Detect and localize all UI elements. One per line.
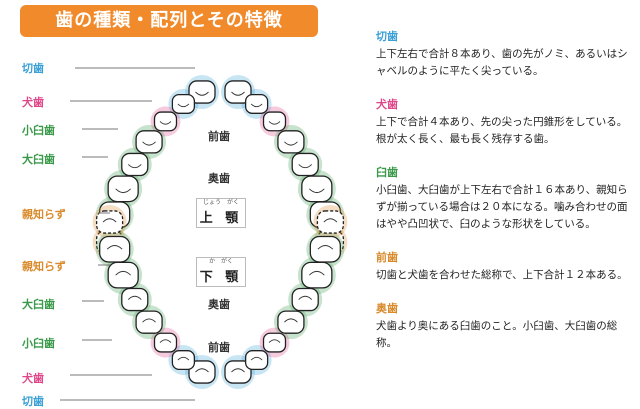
label-upper-molar: 大臼歯: [22, 153, 55, 166]
tooth-groove: [268, 339, 281, 343]
tooth-molar_small: [121, 287, 149, 312]
tooth-groove: [250, 356, 263, 361]
desc-incisor: 切歯 上下左右で合計８本あり、歯の先がノミ、あるいはシャベルのように平たく尖って…: [376, 28, 636, 80]
tooth-groove: [195, 91, 209, 96]
desc-molar: 臼歯 小臼歯、大臼歯が上下左右で合計１６本あり、親知らずが揃っている場合は２０本…: [376, 164, 636, 233]
label-upper-canine: 犬歯: [22, 96, 44, 109]
label-lower-molar: 大臼歯: [22, 298, 55, 311]
label-upper-wisdom: 親知らず: [22, 208, 66, 221]
tooth-canine: [262, 332, 287, 353]
tooth-groove: [309, 188, 325, 194]
label-lower-wisdom: 親知らず: [22, 260, 66, 273]
tooth-incisor: [244, 93, 269, 114]
tooth-groove: [268, 121, 281, 125]
tooth-groove: [115, 270, 131, 276]
tooth-wisdom: [95, 210, 124, 234]
tooth-groove: [102, 218, 117, 223]
tooth-groove: [127, 164, 142, 169]
tooth-groove: [159, 339, 172, 343]
tooth-groove: [231, 91, 245, 96]
tooth-groove: [127, 295, 142, 300]
tooth-groove: [298, 295, 313, 300]
tooth-incisor: [224, 80, 252, 104]
label-upper-front-teeth: 前歯: [206, 128, 232, 144]
tooth-molar_small: [121, 152, 149, 177]
label-lower-incisor: 切歯: [22, 395, 44, 408]
desc-heading: 犬歯: [376, 98, 398, 111]
lower-jaw-name: 下 顎: [199, 270, 243, 285]
tooth-incisor: [224, 360, 252, 384]
label-lower-back-teeth: 奥歯: [206, 296, 232, 312]
tooth-incisor: [171, 350, 196, 371]
tooth-incisor: [188, 360, 216, 384]
desc-canine: 犬歯 上下で合計４本あり、先の尖った円錐形をしている。根が太く長く、最も長く残存…: [376, 96, 636, 148]
desc-back-teeth: 奥歯 犬歯より奥にある臼歯のこと。小臼歯、大臼歯の総称。: [376, 300, 636, 352]
upper-jaw-arch: [92, 75, 348, 259]
tooth-molar_large: [99, 235, 131, 263]
upper-jaw-name: 上 顎: [199, 211, 243, 226]
tooth-molar_small: [291, 152, 319, 177]
tooth-canine: [262, 111, 287, 132]
tooth-molar_small: [277, 130, 305, 154]
tooth-incisor: [244, 350, 269, 371]
tooth-groove: [177, 103, 190, 108]
lower-jaw-ruby: か がく: [208, 258, 233, 265]
desc-text: 上下左右で合計８本あり、歯の先がノミ、あるいはシャベルのように平たく尖っている。: [376, 48, 628, 77]
label-lower-canine: 犬歯: [22, 372, 44, 385]
tooth-groove: [298, 164, 313, 169]
label-upper-premolar: 小臼歯: [22, 124, 55, 137]
tooth-groove: [317, 245, 334, 250]
desc-heading: 切歯: [376, 30, 398, 43]
tooth-groove: [231, 368, 245, 373]
tooth-groove: [142, 141, 156, 146]
tooth-groove: [284, 141, 298, 146]
tooth-groove: [284, 318, 298, 323]
tooth-groove: [177, 356, 190, 361]
tooth-groove: [195, 368, 209, 373]
tooth-wisdom: [316, 210, 345, 234]
upper-jaw-ruby: じょう がく: [202, 199, 239, 206]
tooth-groove: [309, 270, 325, 276]
label-lower-front-teeth: 前歯: [206, 339, 232, 355]
tooth-molar_small: [277, 310, 305, 334]
tooth-groove: [115, 188, 131, 194]
tooth-molar_small: [135, 130, 163, 154]
tooth-groove: [106, 245, 123, 250]
lower-jaw-arch: [92, 205, 348, 389]
teeth-arrangement-diagram: [60, 67, 348, 401]
label-lower-premolar: 小臼歯: [22, 337, 55, 350]
desc-heading: 奥歯: [376, 302, 398, 315]
tooth-groove: [142, 318, 156, 323]
tooth-incisor: [188, 80, 216, 104]
desc-text: 切歯と犬歯を合わせた総称で、上下合計１２本ある。: [376, 269, 628, 281]
tooth-molar_large: [301, 261, 333, 289]
tooth-canine: [153, 111, 178, 132]
tooth-molar_small: [291, 287, 319, 312]
tooth-canine: [153, 332, 178, 353]
label-upper-incisor: 切歯: [22, 62, 44, 75]
desc-text: 小臼歯、大臼歯が上下左右で合計１６本あり、親知らずが揃っている場合は２０本になる…: [376, 184, 628, 230]
tooth-molar_small: [135, 310, 163, 334]
tooth-groove: [250, 103, 263, 108]
tooth-molar_large: [107, 175, 139, 203]
tooth-molar_large: [309, 235, 341, 263]
desc-front-teeth: 前歯 切歯と犬歯を合わせた総称で、上下合計１２本ある。: [376, 249, 636, 284]
desc-heading: 臼歯: [376, 166, 398, 179]
desc-heading: 前歯: [376, 251, 398, 264]
desc-text: 上下で合計４本あり、先の尖った円錐形をしている。根が太く長く、最も長く残存する歯…: [376, 116, 628, 145]
tooth-groove: [323, 218, 338, 223]
label-upper-back-teeth: 奥歯: [206, 170, 232, 186]
tooth-groove: [159, 121, 172, 125]
lower-jaw-box: か がく 下 顎: [196, 257, 246, 287]
tooth-molar_large: [107, 261, 139, 289]
description-panel: 切歯 上下左右で合計８本あり、歯の先がノミ、あるいはシャベルのように平たく尖って…: [376, 28, 636, 368]
tooth-molar_large: [301, 175, 333, 203]
page-title: 歯の種類・配列とその特徴: [20, 5, 318, 37]
upper-jaw-box: じょう がく 上 顎: [196, 198, 246, 228]
tooth-incisor: [171, 93, 196, 114]
desc-text: 犬歯より奥にある臼歯のこと。小臼歯、大臼歯の総称。: [376, 320, 618, 349]
